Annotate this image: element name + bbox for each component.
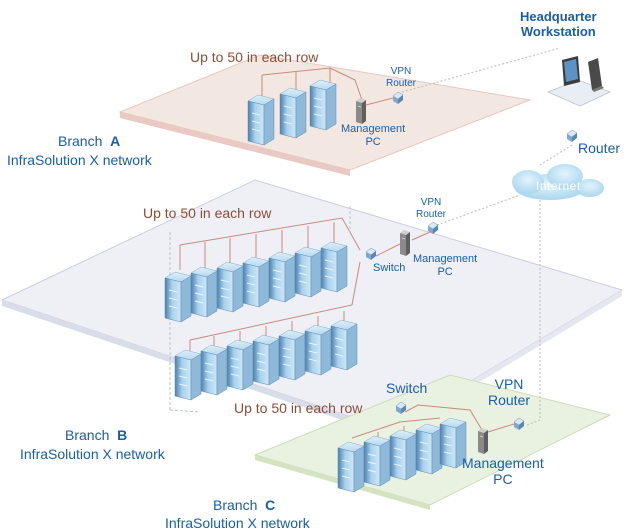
branch-b-switch-label: Switch: [373, 262, 406, 274]
branch-a-vpn-line2: Router: [386, 77, 417, 89]
branch-b-letter: B: [117, 427, 128, 443]
branch-b-management-pc-label: Management PC: [413, 253, 477, 278]
branch-b-mgmt-line2: PC: [437, 265, 453, 278]
branch-a-mgmt-line1: Management: [341, 123, 406, 135]
branch-a-management-pc-label: Management PC: [341, 123, 405, 148]
branch-a-network: InfraSolution X network: [7, 152, 152, 168]
branch-b-vpn-router-label: VPN Router: [416, 197, 446, 220]
branch-c-vpn-line1: VPN: [494, 376, 524, 392]
branch-c-mgmt-line1: Management: [462, 455, 544, 471]
branch-c-network: InfraSolution X network: [165, 515, 310, 531]
branch-c-mgmt-line2: PC: [493, 471, 513, 488]
branch-b-prefix: Branch: [65, 427, 110, 443]
branch-c-prefix: Branch: [213, 497, 258, 513]
branch-a-vpn-router-label: VPN Router: [386, 66, 416, 89]
headquarter-line1: Headquarter: [520, 9, 597, 24]
branch-b-mgmt-line1: Management: [413, 253, 478, 265]
branch-b-title: Branch B: [65, 427, 127, 443]
branch-b-vpn-line2: Router: [416, 208, 447, 220]
branch-a-letter: A: [110, 133, 121, 149]
branch-c-vpn-line2: Router: [488, 392, 531, 409]
hq-router-icon: [566, 129, 578, 143]
internet-cloud: [512, 164, 604, 200]
branch-a-title: Branch A: [58, 133, 120, 149]
branch-c-title: Branch C: [213, 497, 275, 513]
hq-router-label: Router: [578, 140, 621, 156]
headquarter-line2: Workstation: [520, 23, 596, 39]
branch-a-vpn-line1: VPN: [390, 66, 412, 77]
branch-b-network: InfraSolution X network: [20, 446, 165, 462]
branch-b-vpn-line1: VPN: [420, 197, 442, 208]
branch-b-management-pc-icon: [399, 229, 411, 257]
branch-b-row-note-top: Up to 50 in each row: [143, 205, 272, 221]
branch-c-switch-label: Switch: [386, 380, 428, 396]
branch-c-vpn-router-label: VPN Router: [488, 376, 530, 408]
headquarter-workstation-icon: [546, 56, 612, 107]
branch-c-management-pc-icon: [477, 427, 489, 455]
branch-a-mgmt-line2: PC: [365, 135, 381, 148]
branch-a-management-pc-icon: [355, 97, 367, 125]
internet-label: Internet: [536, 179, 581, 193]
headquarter-label: Headquarter Workstation: [520, 9, 597, 40]
branch-b-row-note-bottom: Up to 50 in each row: [234, 400, 363, 416]
branch-a-prefix: Branch: [58, 133, 103, 149]
branch-a-row-note: Up to 50 in each row: [190, 49, 319, 65]
branch-c-management-pc-label: Management PC: [462, 455, 544, 487]
branch-c-letter: C: [265, 497, 276, 513]
